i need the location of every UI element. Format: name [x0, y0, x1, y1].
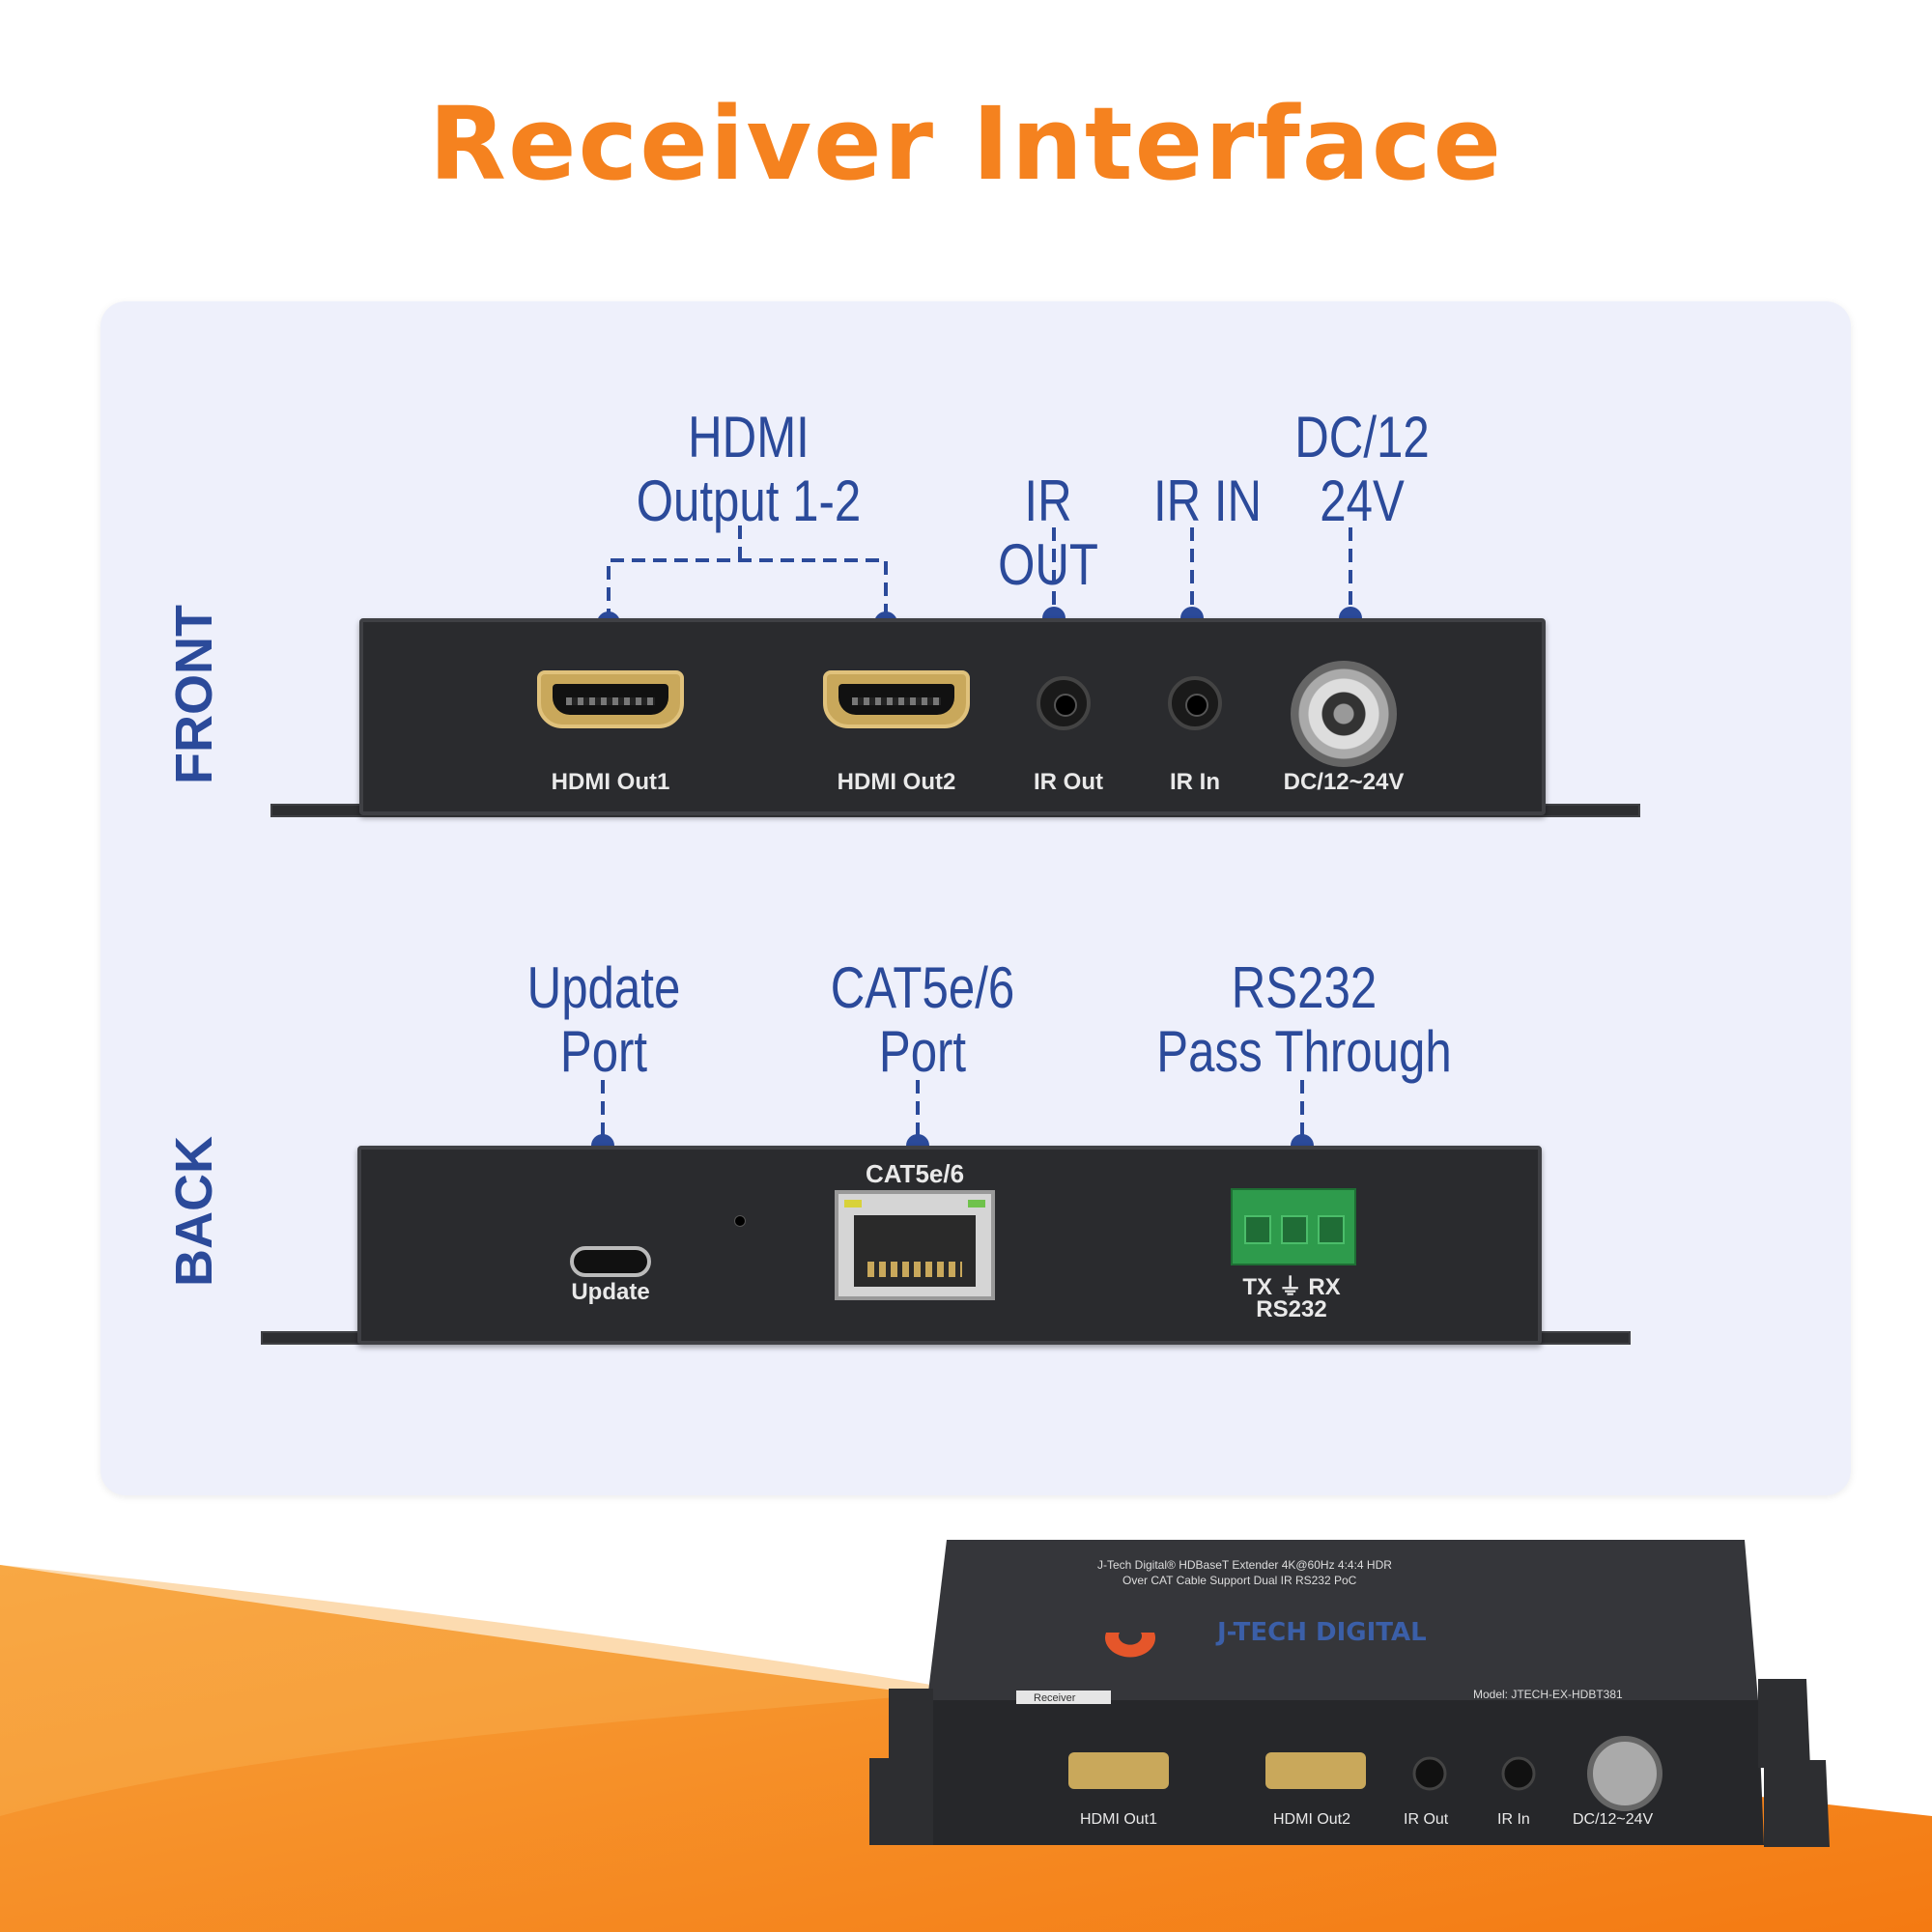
callout-cat-port: CAT5e/6 Port: [815, 956, 1029, 1084]
callout-cat-line2: Port: [878, 1019, 967, 1084]
rj45-led-left: [844, 1200, 862, 1208]
callout-hdmi-output: HDMI Output 1-2: [626, 406, 871, 533]
ir-out-label: IR Out: [1034, 769, 1103, 795]
cat-port-label: CAT5e/6: [865, 1159, 965, 1188]
callout-ir-out: IR OUT: [998, 469, 1098, 597]
hdmi-out1-label: HDMI Out1: [551, 769, 670, 795]
terminal-screw-1: [1244, 1215, 1271, 1244]
callout-update-line2: Port: [559, 1019, 648, 1084]
callout-update-port: Update Port: [509, 956, 699, 1084]
callout-hdmi-line2: Output 1-2: [636, 469, 862, 533]
product-ir-out-jack: [1412, 1756, 1447, 1791]
callout-dc-line2: 24V: [1320, 469, 1405, 533]
micro-usb-update-port: [570, 1246, 651, 1277]
ir-in-label: IR In: [1170, 769, 1220, 795]
receiver-tag: Receiver: [1034, 1692, 1076, 1704]
callout-ir-in: IR IN: [1152, 469, 1263, 533]
product-headline-line2: Over CAT Cable Support Dual IR RS232 PoC: [1122, 1574, 1357, 1587]
hdmi-out2-port: [823, 670, 970, 728]
product-model: Model: JTECH-EX-HDBT381: [1473, 1688, 1623, 1701]
product-dc-jack: [1587, 1736, 1662, 1811]
product-hdmi-out2-port: [1265, 1752, 1366, 1789]
dc-power-jack: [1291, 661, 1397, 767]
rs232-pins-label: TX ⏚ RX: [1242, 1274, 1341, 1300]
ir-out-jack: [1037, 676, 1091, 730]
reset-pinhole: [734, 1215, 746, 1227]
hdmi-out1-port: [537, 670, 684, 728]
rj45-led-right: [968, 1200, 985, 1208]
callout-update-line1: Update: [526, 955, 681, 1020]
page-title: Receiver Interface: [428, 85, 1504, 203]
product-port-label-2: HDMI Out2: [1273, 1811, 1350, 1828]
ir-in-jack: [1168, 676, 1222, 730]
terminal-screw-2: [1281, 1215, 1308, 1244]
callout-hdmi-line1: HDMI: [688, 405, 810, 469]
callout-rs232: RS232 Pass Through: [1146, 956, 1463, 1084]
product-port-label-1: HDMI Out1: [1080, 1811, 1157, 1828]
rs232-label: RS232: [1256, 1296, 1327, 1322]
callout-rs232-line2: Pass Through: [1156, 1019, 1452, 1084]
terminal-screw-3: [1318, 1215, 1345, 1244]
front-device-panel: HDMI Out1 HDMI Out2 IR Out IR In DC/12~2…: [359, 618, 1546, 815]
rj45-cat-port: [835, 1190, 995, 1300]
product-photo: J-Tech Digital® HDBaseT Extender 4K@60Hz…: [869, 1540, 1830, 1847]
hdmi-out2-label: HDMI Out2: [837, 769, 956, 795]
product-ir-in-jack: [1501, 1756, 1536, 1791]
product-port-label-5: DC/12~24V: [1573, 1811, 1653, 1828]
brand-logo-icon: [1105, 1633, 1155, 1658]
receiver-tag-box: [1016, 1690, 1111, 1704]
product-brand: J-TECH DIGITAL: [1215, 1618, 1427, 1647]
rs232-terminal-block: [1231, 1188, 1356, 1265]
product-headline-line1: J-Tech Digital® HDBaseT Extender 4K@60Hz…: [1097, 1558, 1392, 1572]
product-port-label-3: IR Out: [1404, 1811, 1449, 1828]
product-port-label-4: IR In: [1497, 1811, 1530, 1828]
product-hdmi-out1-port: [1068, 1752, 1169, 1789]
callout-cat-line1: CAT5e/6: [830, 955, 1015, 1020]
dc-label: DC/12~24V: [1283, 769, 1405, 795]
update-port-label: Update: [571, 1279, 650, 1305]
callout-dc-line1: DC/12: [1294, 405, 1430, 469]
callout-rs232-line1: RS232: [1231, 955, 1378, 1020]
callout-dc-power: DC/12 24V: [1275, 406, 1449, 533]
back-device-panel: CAT5e/6 Update TX ⏚ RX RS232: [357, 1146, 1542, 1345]
rj45-pins: [867, 1262, 962, 1277]
